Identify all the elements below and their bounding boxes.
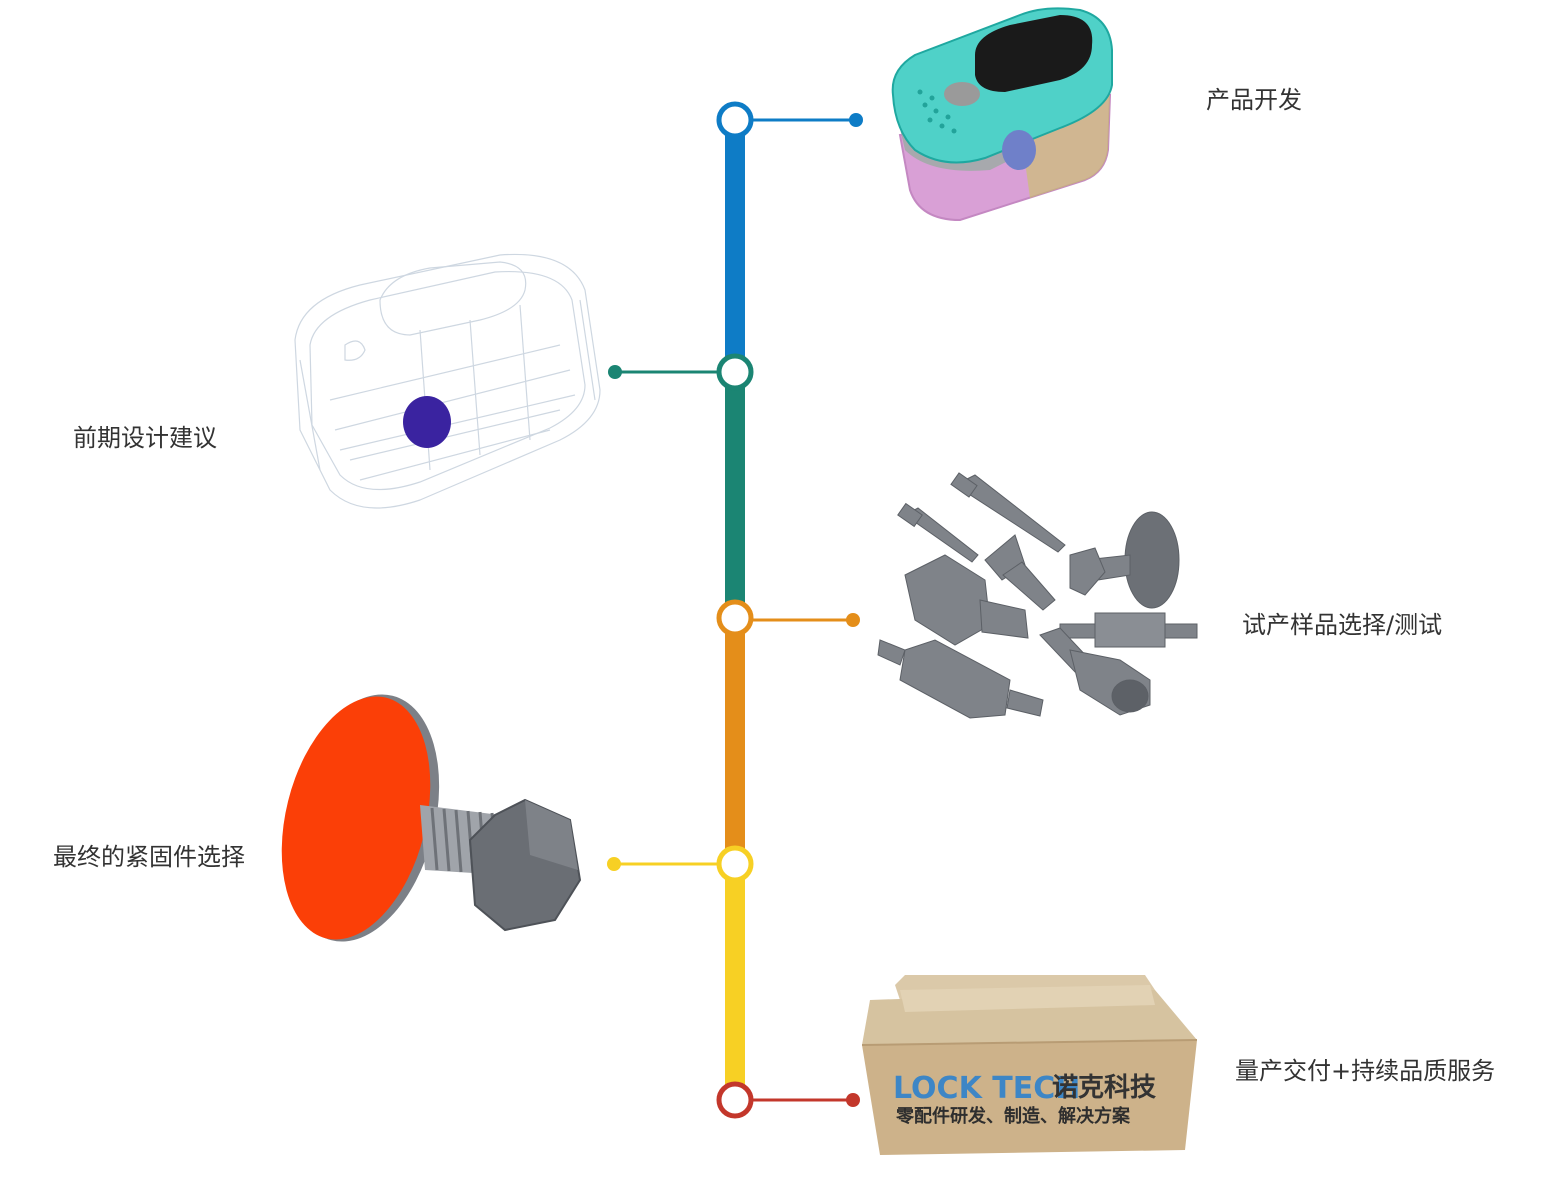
wireframe-oximeter-icon <box>294 253 601 509</box>
fastener-samples-icon <box>877 472 1198 719</box>
stage-label-5: 量产交付+持续品质服务 <box>1235 1057 1496 1085</box>
stage-label-2: 前期设计建议 <box>73 424 217 452</box>
cardboard-box-icon: LOCK TECH 诺克科技 零配件研发、制造、解决方案 <box>861 975 1198 1155</box>
connector-dot-2 <box>608 365 622 379</box>
connector-dot-3 <box>846 613 860 627</box>
timeline-node-1 <box>716 101 754 139</box>
box-brand-latin: LOCK TECH <box>893 1071 1080 1106</box>
stage-label-1: 产品开发 <box>1206 86 1302 114</box>
box-slogan: 零配件研发、制造、解决方案 <box>895 1105 1131 1127</box>
timeline-node-2 <box>716 353 754 391</box>
connector-dot-5 <box>846 1093 860 1107</box>
stage-label-4: 最终的紧固件选择 <box>53 843 245 871</box>
stage-label-3: 试产样品选择/测试 <box>1242 611 1443 639</box>
wireframe-button-icon <box>403 396 451 448</box>
box-brand-cn: 诺克科技 <box>1052 1073 1156 1103</box>
connector-dot-1 <box>849 113 863 127</box>
timeline-node-3 <box>716 599 754 637</box>
pulse-oximeter-icon <box>891 7 1113 222</box>
connector-dot-4 <box>607 857 621 871</box>
mushroom-bolt-icon <box>281 694 582 942</box>
timeline-node-5 <box>716 1081 754 1119</box>
timeline-node-4 <box>716 845 754 883</box>
